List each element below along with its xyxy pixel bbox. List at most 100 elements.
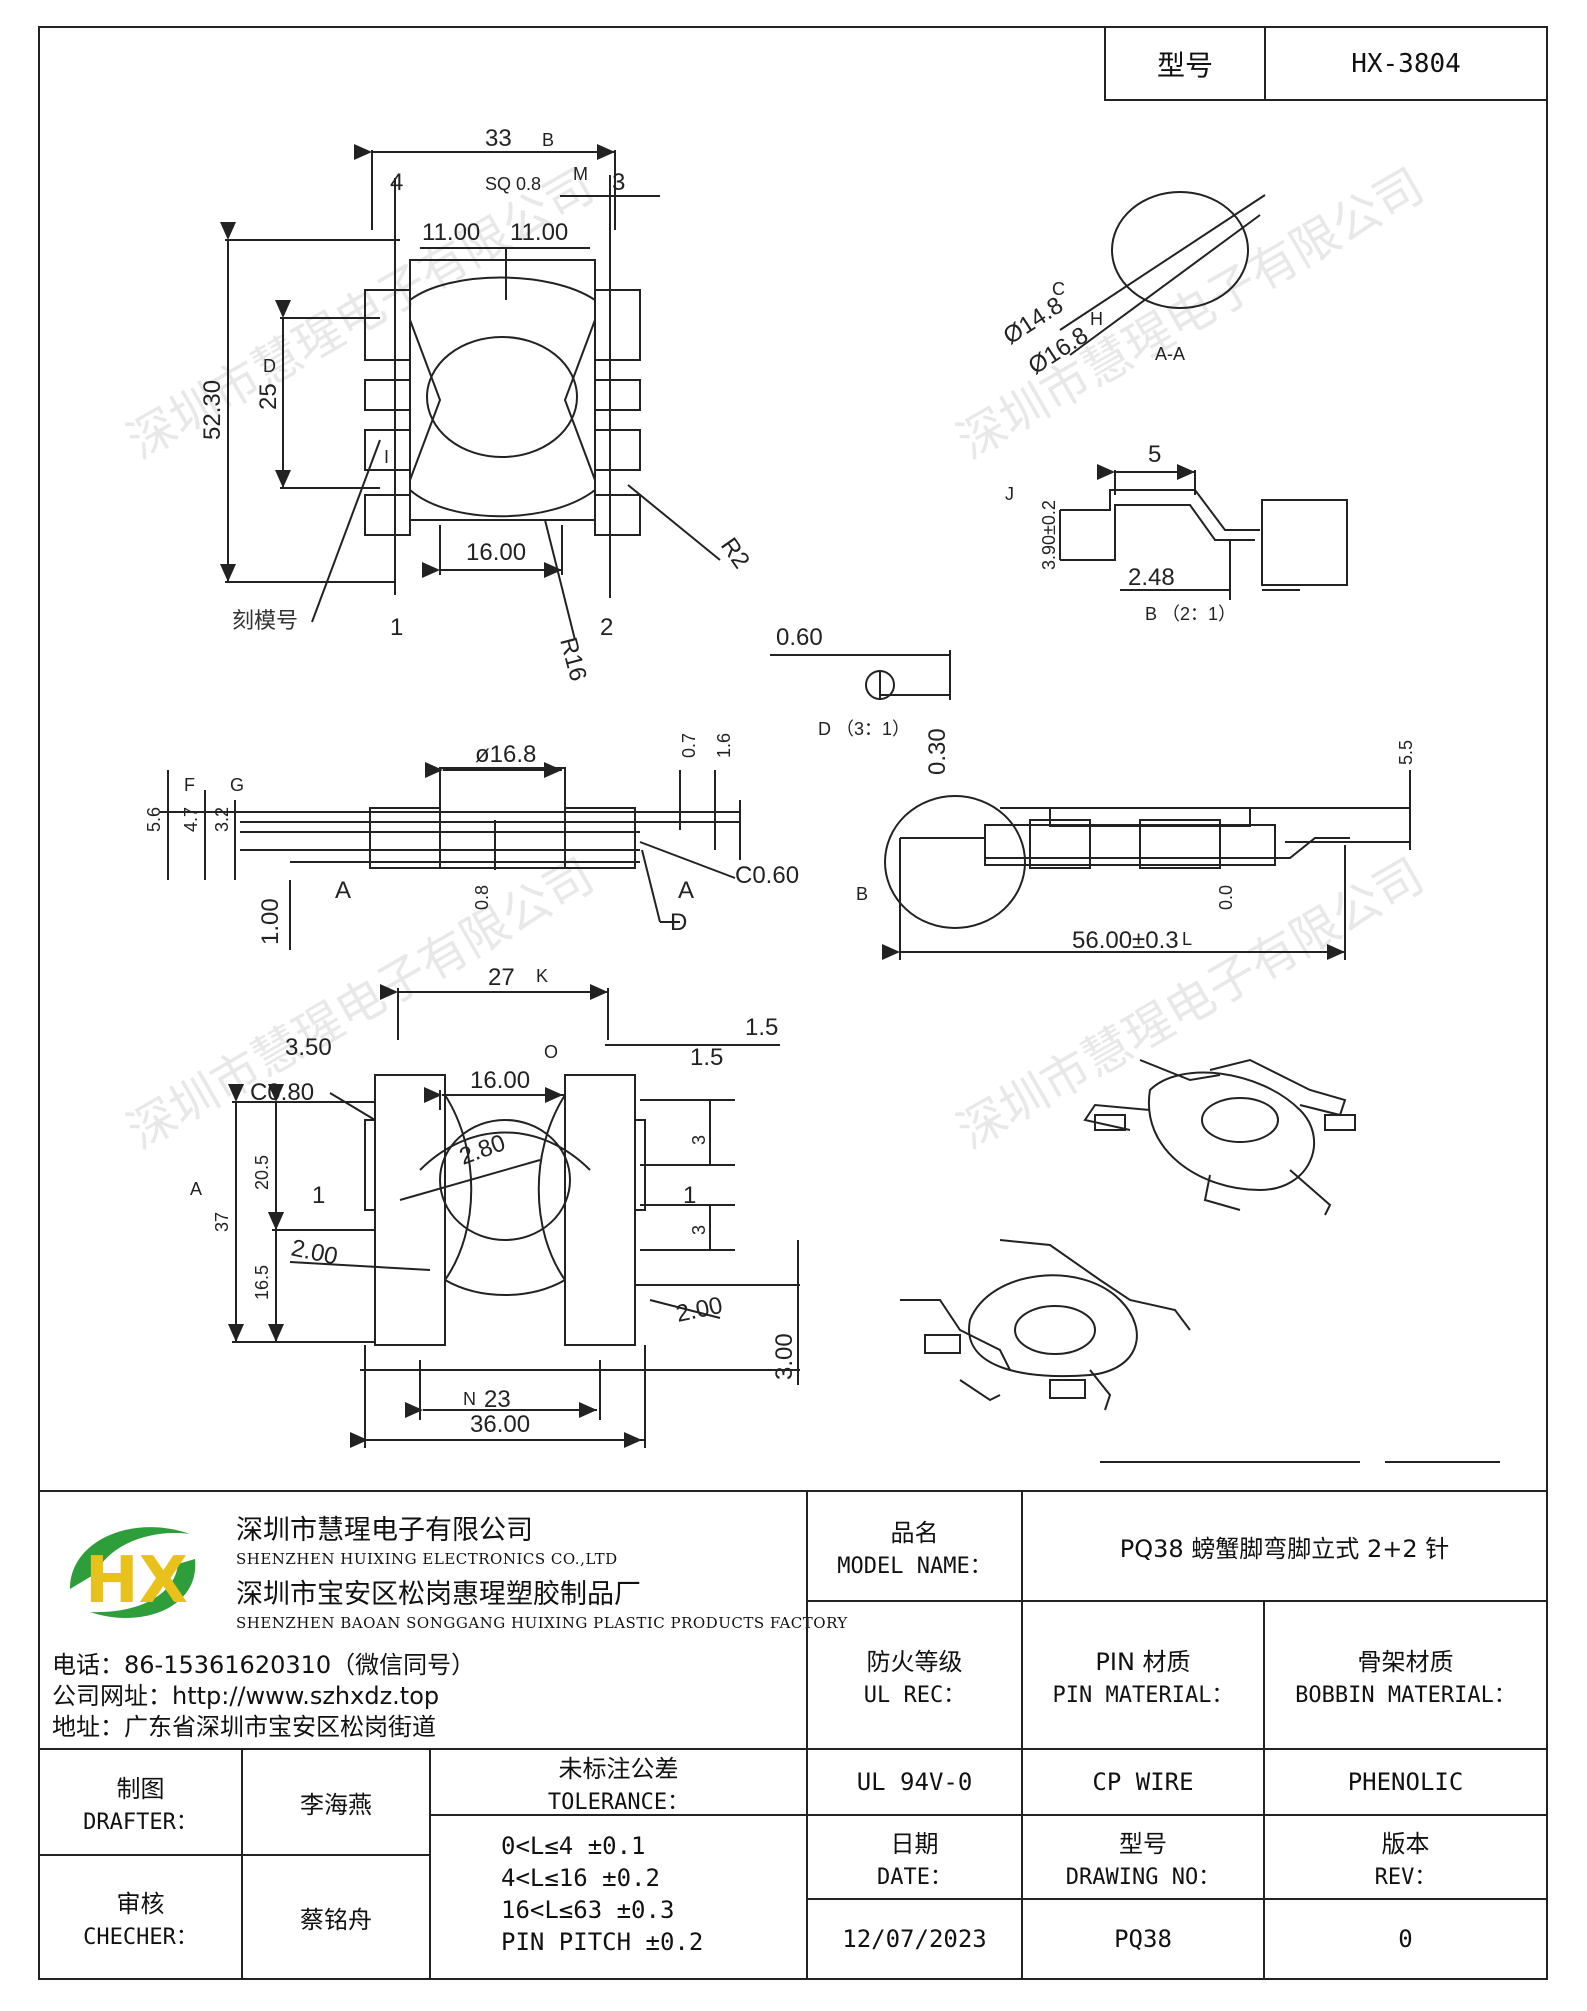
dim-205: 20.5 bbox=[252, 1155, 272, 1190]
bottom-view-labels: 27 K 3.50 1.5 1.5 O C0.80 16.00 20.5 37 … bbox=[190, 964, 798, 1438]
detail-d-label: D （3：1） bbox=[818, 719, 910, 739]
tolerance-cn: 未标注公差 bbox=[558, 1754, 679, 1783]
pin-material-label-cell: PIN 材质 PIN MATERIAL： bbox=[1021, 1600, 1265, 1750]
rev-cn: 版本 bbox=[1381, 1829, 1430, 1858]
detail-b-label: B （2：1） bbox=[1145, 604, 1236, 624]
ref-a-label: A bbox=[190, 1179, 202, 1199]
checker-cn: 审核 bbox=[116, 1889, 165, 1918]
bottom-view bbox=[228, 984, 800, 1448]
pin-material-value-cell: CP WIRE bbox=[1021, 1748, 1265, 1816]
arrow-a-right: A bbox=[678, 877, 694, 904]
ref-h-label: H bbox=[1090, 309, 1103, 329]
pin-4-label: 4 bbox=[390, 169, 403, 196]
front-view bbox=[882, 770, 1411, 960]
r2-label: R2 bbox=[715, 533, 755, 574]
top-view-labels: 33 B SQ 0.8 M 11.00 11.00 52.30 25 D 16.… bbox=[199, 125, 755, 684]
dim-56: 5.6 bbox=[144, 807, 164, 832]
watermark-group: 深圳市慧瑆电子有限公司 深圳市慧瑆电子有限公司 深圳市慧瑆电子有限公司 深圳市慧… bbox=[118, 158, 1433, 1161]
dim-030: 0.30 bbox=[924, 728, 951, 775]
ref-m-label: M bbox=[573, 164, 588, 184]
detail-d bbox=[770, 650, 951, 700]
dim-47: 4.7 bbox=[181, 807, 201, 832]
top-view bbox=[220, 144, 721, 641]
chamfer-c080: C0.80 bbox=[250, 1079, 314, 1106]
ref-f-label: F bbox=[184, 775, 195, 795]
dim-16: 16.00 bbox=[466, 539, 526, 566]
dim-5600: 56.00±0.3 bbox=[1072, 927, 1179, 954]
side-d168: ø16.8 bbox=[475, 741, 536, 768]
pin-detail-b-labels: 5 3.90±0.2 J 2.48 B （2：1） bbox=[1005, 441, 1236, 624]
checker-label-cell: 审核 CHECHER： bbox=[38, 1854, 243, 1980]
company-logo: HX bbox=[70, 1527, 196, 1618]
dim-060: 0.60 bbox=[776, 624, 823, 651]
dim-27: 27 bbox=[488, 964, 515, 991]
arrow-a-left: A bbox=[335, 877, 351, 904]
checker-en: CHECHER： bbox=[83, 1924, 198, 1950]
dim-200-left: 2.00 bbox=[289, 1234, 340, 1270]
dim-height-5230: 52.30 bbox=[199, 380, 226, 440]
rev-label-cell: 版本 REV： bbox=[1263, 1814, 1548, 1900]
pin-material-cn: PIN 材质 bbox=[1095, 1647, 1191, 1676]
fire-rating-value-cell: UL 94V-0 bbox=[806, 1748, 1023, 1816]
bobbin-material-value-cell: PHENOLIC bbox=[1263, 1748, 1548, 1816]
drafter-name-cell: 李海燕 bbox=[241, 1748, 431, 1856]
dim-37: 37 bbox=[212, 1212, 232, 1232]
marker-i: I bbox=[384, 447, 389, 467]
dim-23: 23 bbox=[484, 1386, 511, 1413]
ref-l-label: L bbox=[1182, 929, 1192, 949]
isometric-view-bottom bbox=[900, 1239, 1191, 1411]
address-text: 地址：广东省深圳市宝安区松岗街道 bbox=[52, 1713, 436, 1741]
rev-value-cell: 0 bbox=[1263, 1898, 1548, 1980]
date-cn: 日期 bbox=[890, 1829, 939, 1858]
rev-en: REV： bbox=[1374, 1864, 1437, 1890]
watermark-1: 深圳市慧瑆电子有限公司 bbox=[118, 158, 603, 471]
dim-1600-bottom: 16.00 bbox=[470, 1067, 530, 1094]
date-label-cell: 日期 DATE： bbox=[806, 1814, 1023, 1900]
tolerance-label-cell: 未标注公差 TOLERANCE： bbox=[429, 1748, 808, 1816]
dim-08: 0.8 bbox=[472, 885, 492, 910]
detail-d-ref: D bbox=[670, 909, 687, 936]
letter-b: B bbox=[856, 884, 868, 904]
dim-100: 1.00 bbox=[257, 898, 284, 945]
bobbin-material-value: PHENOLIC bbox=[1347, 1768, 1464, 1796]
fire-rating-value: UL 94V-0 bbox=[856, 1768, 973, 1796]
bobbin-material-cn: 骨架材质 bbox=[1357, 1647, 1454, 1676]
pin-2-label: 2 bbox=[600, 614, 613, 641]
pin-3-label: 3 bbox=[612, 169, 625, 196]
sq-label: SQ 0.8 bbox=[485, 174, 541, 194]
website-text: 公司网址：http://www.szhxdz.top bbox=[52, 1682, 440, 1710]
company-name-en: SHENZHEN HUIXING ELECTRONICS CO.,LTD bbox=[236, 1550, 618, 1568]
dim-16-side: 1.6 bbox=[714, 733, 734, 758]
tolerance-row-1: 0<L≤4 ±0.1 bbox=[501, 1832, 646, 1860]
model-name-cn: 品名 bbox=[890, 1518, 939, 1547]
drawing-no-en: DRAWING NO： bbox=[1065, 1864, 1221, 1890]
logo-h-letter: HX bbox=[85, 1544, 188, 1618]
ref-k-label: K bbox=[536, 966, 548, 986]
dim-300: 3.00 bbox=[771, 1333, 798, 1380]
fire-rating-cn: 防火等级 bbox=[866, 1647, 963, 1676]
fire-rating-en: UL REC： bbox=[863, 1682, 966, 1708]
ref-n-label: N bbox=[463, 1389, 476, 1409]
tolerance-row-4: PIN PITCH ±0.2 bbox=[501, 1928, 704, 1956]
dim-55: 5.5 bbox=[1396, 740, 1416, 765]
drawing-no-value-cell: PQ38 bbox=[1021, 1898, 1265, 1980]
dim-1-right: 1 bbox=[683, 1182, 696, 1209]
model-header-box: 型号 HX-3804 bbox=[1104, 26, 1548, 101]
contact-block: 电话：86-15361620310（微信同号） 公司网址：http://www.… bbox=[52, 1650, 475, 1743]
front-view-labels: 5.5 0.0 56.00±0.3 L B bbox=[856, 740, 1416, 954]
dim-3-bottom: 3 bbox=[689, 1225, 709, 1235]
ref-o-label: O bbox=[544, 1042, 558, 1062]
model-label: 型号 bbox=[1106, 28, 1266, 99]
drafter-name: 李海燕 bbox=[300, 1790, 372, 1819]
tolerance-row-2: 4<L≤16 ±0.2 bbox=[501, 1864, 660, 1892]
factory-name-en: SHENZHEN BAOAN SONGGANG HUIXING PLASTIC … bbox=[236, 1614, 848, 1632]
pin-detail-b bbox=[1059, 464, 1348, 600]
model-name-en: MODEL NAME： bbox=[837, 1553, 992, 1579]
dim-350: 3.50 bbox=[285, 1034, 332, 1061]
ref-j-label: J bbox=[1005, 484, 1014, 504]
bobbin-material-label-cell: 骨架材质 BOBBIN MATERIAL： bbox=[1263, 1600, 1548, 1750]
dim-200-right: 2.00 bbox=[674, 1292, 725, 1328]
date-value-cell: 12/07/2023 bbox=[806, 1898, 1023, 1980]
dim-11-right: 11.00 bbox=[510, 219, 568, 246]
drafter-label-cell: 制图 DRAFTER： bbox=[38, 1748, 243, 1856]
